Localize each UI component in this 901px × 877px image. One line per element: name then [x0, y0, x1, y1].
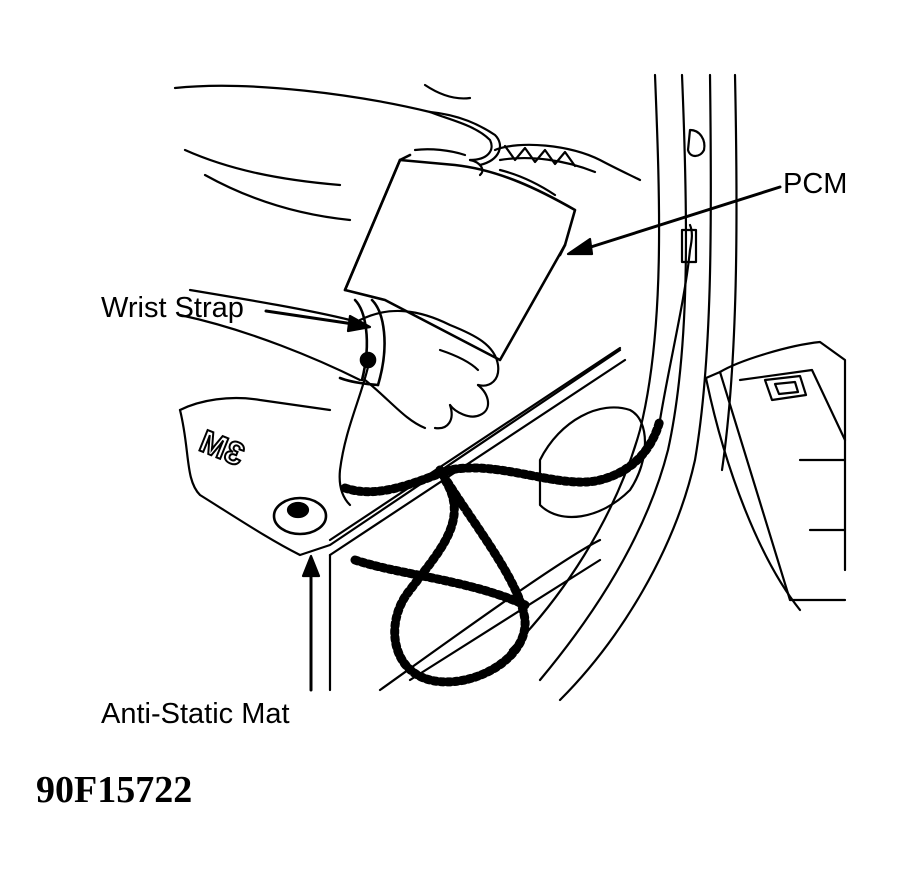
- pcm-label: PCM: [783, 168, 848, 200]
- seat-console: [704, 340, 847, 612]
- door-pillar: [508, 73, 738, 702]
- anti-static-mat-label: Anti-Static Mat: [101, 698, 290, 730]
- harness-connector: [493, 143, 642, 197]
- mat-logo: 3M: [195, 423, 250, 473]
- wrist-strap-label: Wrist Strap: [101, 292, 244, 324]
- pcm-arrowhead: [566, 237, 594, 256]
- ground-lead: [658, 223, 698, 422]
- technician-arms: [173, 83, 493, 382]
- door-sill: [328, 346, 627, 692]
- pcm-leader-line: [573, 185, 782, 254]
- wrist-strap-cord: [338, 365, 370, 507]
- anti-static-mat-arrowhead: [301, 554, 321, 578]
- wrist-strap-leader-line: [264, 309, 362, 327]
- upper-hand: [413, 110, 502, 177]
- pcm-module: [343, 153, 577, 362]
- anti-static-mat: [178, 348, 622, 557]
- figure-id: 90F15722: [36, 769, 193, 811]
- wrist-strap-arrowhead: [346, 314, 372, 333]
- door-panel-recess: [538, 406, 647, 519]
- coiled-cords: [340, 415, 665, 687]
